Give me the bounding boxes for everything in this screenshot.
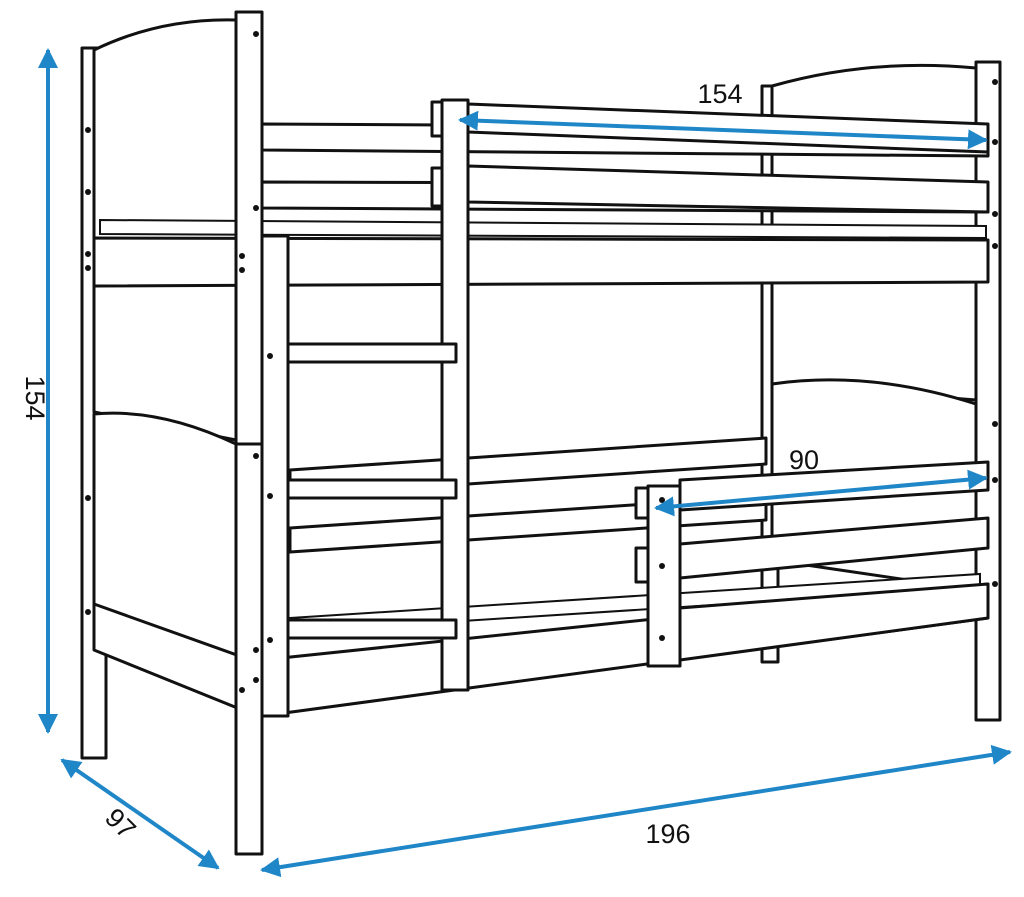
width-arrow: [260, 744, 1012, 878]
height-label: 154: [20, 375, 50, 420]
ladder: [260, 98, 470, 718]
dimension-arrows: [38, 48, 1012, 878]
upper-mattress-frame: [92, 236, 990, 288]
bottom-guard-label: 90: [789, 445, 819, 475]
front-left-post: [234, 10, 264, 856]
top-rail-arrow: [458, 110, 988, 150]
bottom-guard-arrow: [654, 469, 988, 517]
depth-arrow: [60, 758, 220, 870]
width-label: 196: [645, 819, 690, 849]
top-rail-label: 154: [697, 79, 742, 109]
